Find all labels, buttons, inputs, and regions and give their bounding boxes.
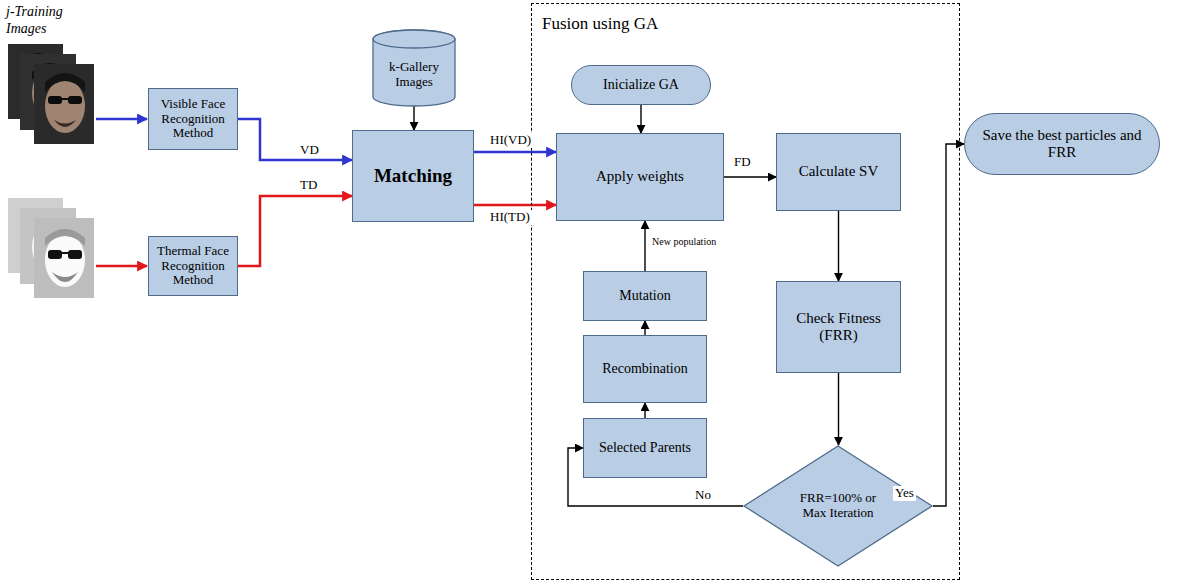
process-box: Visible Face Recognition Method	[148, 88, 238, 150]
connector-arrow	[644, 321, 645, 335]
process-box: Calculate SV	[776, 133, 901, 211]
connector-arrow	[238, 119, 352, 160]
node-text: Apply weights	[596, 168, 684, 185]
connector-arrow	[644, 403, 645, 418]
terminal-box: Save the best particles and FRR	[964, 113, 1160, 175]
edge-label: Yes	[893, 486, 916, 501]
node-text: Selected Parents	[599, 440, 691, 456]
connector-arrow	[838, 211, 839, 281]
process-box: Apply weights	[556, 133, 724, 221]
node-text: Mutation	[619, 288, 670, 304]
process-box: Check Fitness (FRR)	[776, 281, 901, 373]
node-text: Calculate SV	[799, 163, 879, 180]
node-text: Check Fitness (FRR)	[781, 310, 896, 345]
diamond-shape	[744, 446, 932, 566]
node-text: Save the best particles and FRR	[969, 127, 1155, 162]
connector-arrow	[238, 196, 352, 266]
edge-label: TD	[298, 178, 319, 193]
connector-arrow	[413, 106, 414, 130]
edge-label: VD	[298, 143, 321, 158]
edge-label: HI(VD)	[488, 133, 533, 148]
figure-label: j-Training Images	[6, 4, 80, 38]
node-text: Thermal Face Recognition Method	[153, 244, 233, 289]
process-box: Matching	[352, 130, 474, 222]
edge-label: FD	[732, 155, 753, 170]
process-box: Selected Parents	[583, 418, 707, 478]
connector-arrow	[838, 373, 839, 445]
node-text: FRR=100% or Max Iteration	[791, 491, 886, 521]
node-text: Recombination	[602, 361, 688, 377]
process-box: Recombination	[583, 335, 707, 403]
database-cylinder: k-Gallery Images	[372, 30, 456, 106]
cylinder-top	[373, 30, 455, 48]
connector-arrow	[474, 204, 556, 207]
cylinder-body	[373, 30, 455, 106]
edge-label: HI(TD)	[488, 210, 532, 225]
region-heading: Fusion using GA	[542, 14, 658, 34]
node-text: k-Gallery Images	[377, 60, 451, 90]
connector-arrow	[640, 105, 641, 133]
connector-arrow	[724, 176, 776, 177]
process-box: Thermal Face Recognition Method	[148, 236, 238, 296]
node-text: Visible Face Recognition Method	[153, 97, 233, 142]
connector-arrow	[474, 151, 556, 154]
terminal-box: Inicialize GA	[571, 65, 711, 105]
connector-arrow	[644, 221, 645, 271]
node-text: Inicialize GA	[603, 77, 679, 93]
edge-label: No	[693, 488, 713, 503]
decision-diamond: FRR=100% or Max Iteration	[743, 445, 933, 567]
node-text: Matching	[374, 165, 452, 187]
edge-label: New population	[650, 236, 718, 248]
process-box: Mutation	[583, 271, 707, 321]
